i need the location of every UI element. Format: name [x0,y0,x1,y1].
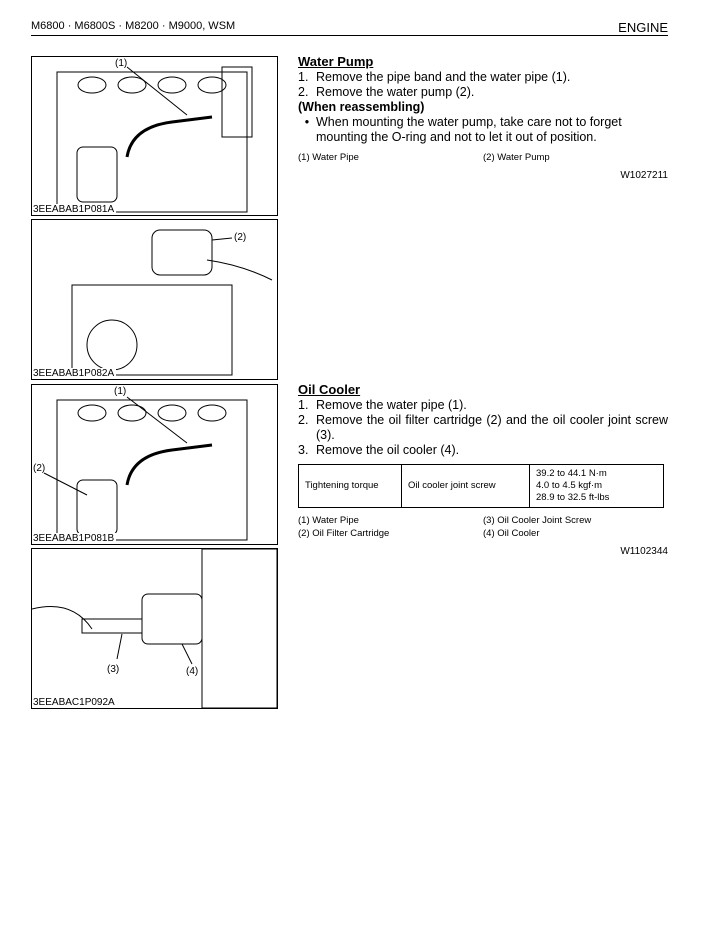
section-title: Oil Cooler [298,382,361,397]
callout-4: (4) [186,666,199,677]
bullet-item: • When mounting the water pump, take care… [298,115,668,145]
step-number: 3. [298,443,309,457]
step-text: Remove the oil filter cartridge (2) and … [316,413,668,442]
header-divider [31,35,668,36]
legend: (1) Water Pipe (2) Water Pump [298,151,668,164]
figure-code: 3EEABAC1P092A [33,697,117,708]
bullet-icon: • [304,115,310,129]
legend-item: (1) Water Pipe [298,152,359,163]
torque-values: 39.2 to 44.1 N·m 4.0 to 4.5 kgf·m 28.9 t… [529,464,664,508]
torque-value-kgfm: 4.0 to 4.5 kgf·m [536,480,603,491]
step-number: 2. [298,85,309,99]
torque-value-ftlbs: 28.9 to 32.5 ft-lbs [536,492,610,503]
callout-2: (2) [33,463,46,474]
legend-item: (1) Water Pipe [298,515,359,526]
section-water-pump: Water Pump 1. Remove the pipe band and th… [298,54,668,183]
engine-illustration [43,396,248,541]
step-number: 1. [298,70,309,84]
torque-table: Tightening torque Oil cooler joint screw… [298,464,664,508]
torque-label: Tightening torque [298,464,402,508]
header-models: M6800 · M6800S · M8200 · M9000, WSM [31,20,236,32]
figure-code: 3EEABAB1P081A [33,204,117,215]
figure-oil-cooler-engine: (1) (2) 3EEABAB1P081B [31,384,278,545]
figure-water-pump: (2) 3EEABAB1P082A [31,219,278,380]
legend-item: (2) Water Pump [483,152,550,163]
step: 1. Remove the water pipe (1). [298,398,668,413]
figure-water-pipe: (1) 3EEABAB1P081A [31,56,278,216]
callout-1: (1) [115,58,128,69]
engine-illustration [71,229,273,376]
figure-code: 3EEABAB1P081B [33,533,117,544]
engine-illustration [56,66,253,213]
figure-oil-cooler-removal: (3) (4) 3EEABAC1P092A [31,548,278,709]
step-number: 1. [298,398,309,412]
step-number: 2. [298,413,309,427]
step-text: Remove the water pump (2). [316,85,475,99]
legend-item: (4) Oil Cooler [483,528,540,539]
step-text: Remove the pipe band and the water pipe … [316,70,571,84]
section-code: W1027211 [620,170,668,181]
callout-1: (1) [114,386,127,397]
step-text: Remove the oil cooler (4). [316,443,460,457]
step: 2. Remove the oil filter cartridge (2) an… [298,413,668,443]
section-oil-cooler: Oil Cooler 1.Remove the water pipe (1). … [298,382,668,559]
section-code: W1102344 [620,546,668,557]
oil-cooler-illustration [32,549,277,708]
torque-item: Oil cooler joint screw [401,464,530,508]
callout-3: (3) [107,664,120,675]
legend-item: (3) Oil Cooler Joint Screw [483,515,592,526]
step: 2. Remove the water pump (2). [298,85,668,100]
subheading: (When reassembling) [298,100,425,114]
torque-value-nm: 39.2 to 44.1 N·m [536,468,607,479]
section-title: Water Pump [298,54,374,69]
legend: (1) Water Pipe (3) Oil Cooler Joint Scre… [298,514,668,540]
step: 1. Remove the pipe band and the water pip… [298,70,668,85]
step: 3. Remove the oil cooler (4). [298,443,668,458]
bullet-text: When mounting the water pump, take care … [316,115,622,144]
figure-code: 3EEABAB1P082A [33,368,117,379]
callout-2: (2) [234,232,247,243]
step-text: Remove the water pipe (1). [316,398,467,412]
legend-item: (2) Oil Filter Cartridge [298,528,390,539]
header-section: ENGINE [618,20,668,35]
